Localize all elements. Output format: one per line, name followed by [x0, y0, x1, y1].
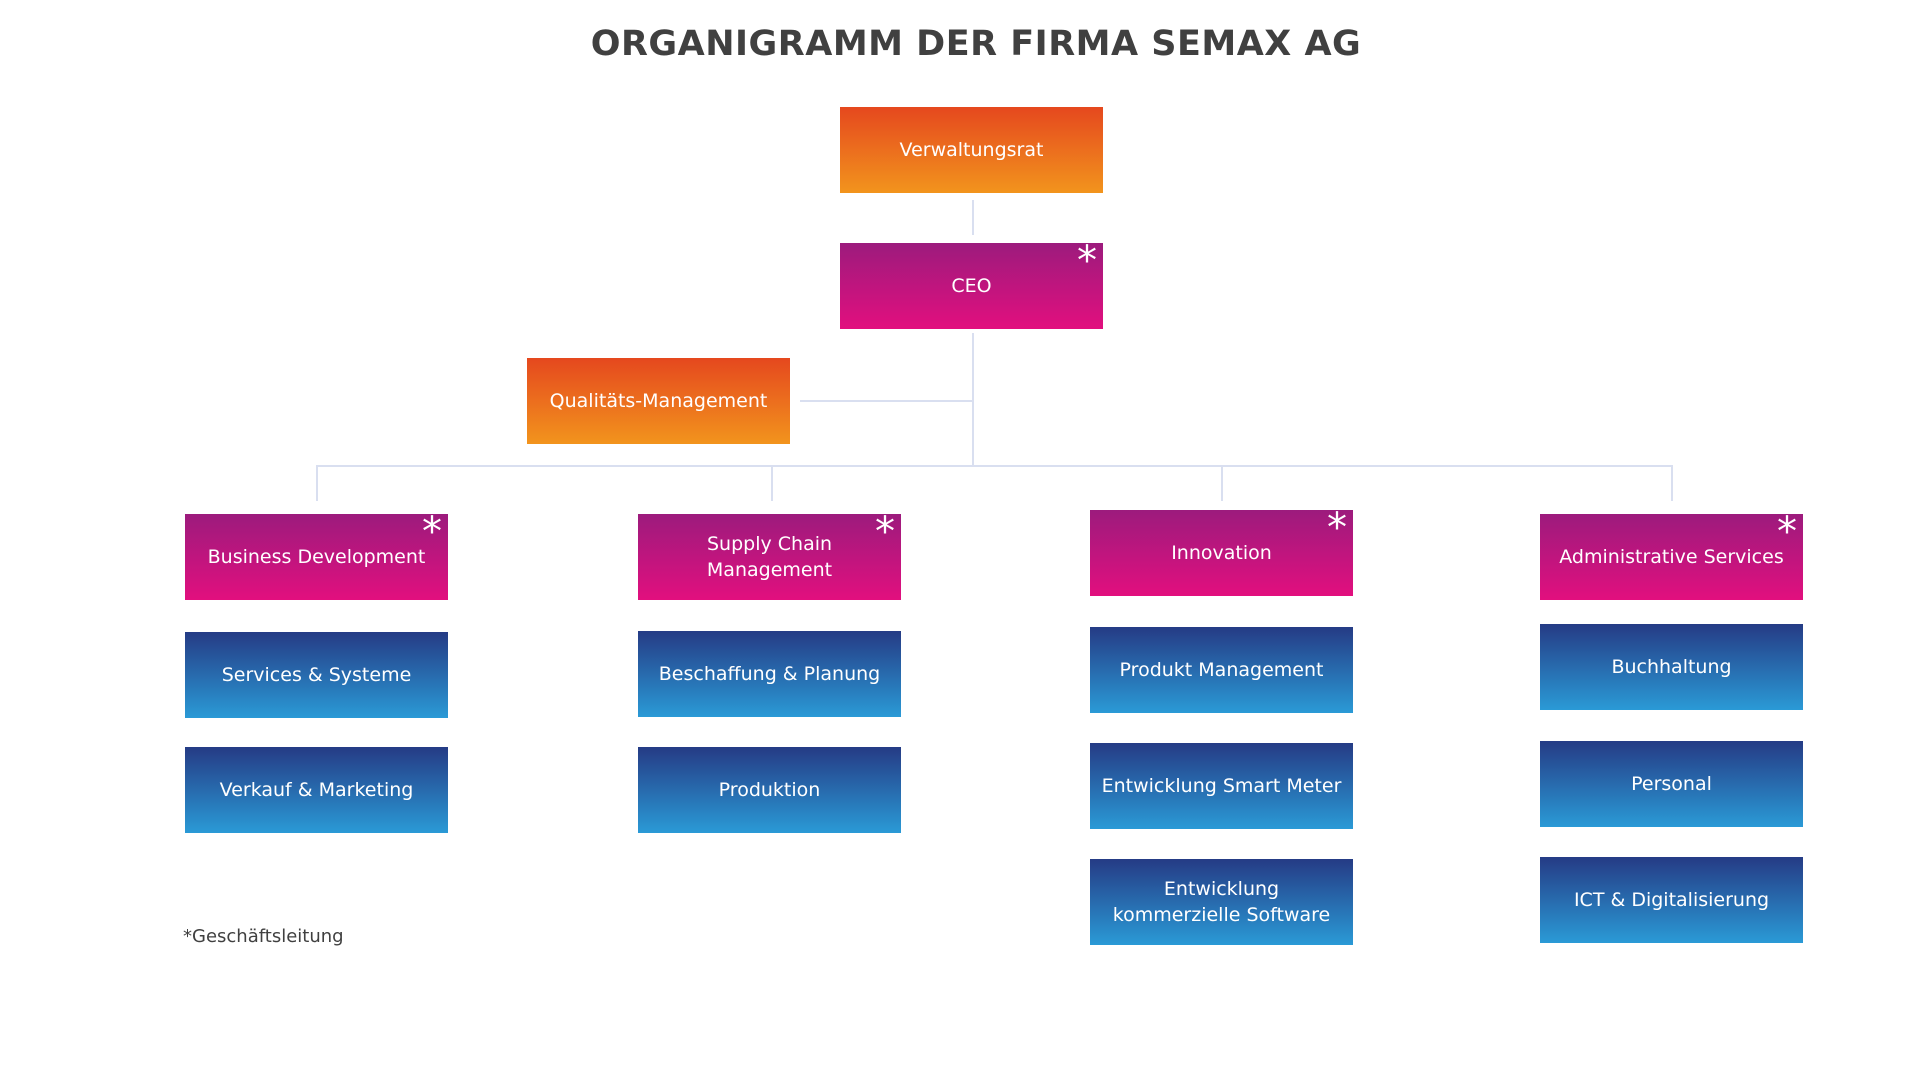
node-supply-chain-management[interactable]: Supply Chain Management *: [638, 509, 901, 600]
node-label: Verwaltungsrat: [899, 139, 1044, 161]
node-label: Beschaffung & Planung: [658, 663, 881, 685]
node-label: Entwicklung Smart Meter: [1101, 775, 1342, 797]
node-produktion[interactable]: Produktion: [638, 747, 901, 833]
connector-quality: [800, 400, 973, 402]
node-board[interactable]: Verwaltungsrat: [840, 107, 1103, 193]
node-label: Buchhaltung: [1611, 656, 1732, 678]
connector-division-4: [1671, 465, 1673, 501]
asterisk-icon: *: [1077, 238, 1097, 284]
node-label: CEO: [951, 275, 992, 297]
connector-division-1: [316, 465, 318, 501]
page-title: ORGANIGRAMM DER FIRMA SEMAX AG: [590, 24, 1362, 64]
node-label: ICT & Digitalisierung: [1573, 889, 1770, 911]
node-label: Personal: [1631, 773, 1712, 795]
node-buchhaltung[interactable]: Buchhaltung: [1540, 624, 1803, 710]
node-ceo[interactable]: CEO *: [840, 238, 1103, 329]
node-label: Entwicklung kommerzielle Software: [1112, 878, 1331, 926]
connector-division-2: [771, 465, 773, 501]
node-entwicklung-kommerzielle-software[interactable]: Entwicklung kommerzielle Software: [1090, 859, 1353, 945]
node-label: Services & Systeme: [221, 664, 412, 686]
node-verkauf-marketing[interactable]: Verkauf & Marketing: [185, 747, 448, 833]
node-entwicklung-smart-meter[interactable]: Entwicklung Smart Meter: [1090, 743, 1353, 829]
connector-board-ceo: [972, 200, 974, 235]
connector-ceo-trunk: [972, 333, 974, 466]
footnote: *Geschäftsleitung: [183, 926, 344, 947]
node-administrative-services[interactable]: Administrative Services *: [1540, 509, 1803, 600]
asterisk-icon: *: [422, 509, 442, 555]
node-produkt-management[interactable]: Produkt Management: [1090, 627, 1353, 713]
asterisk-icon: *: [875, 509, 895, 555]
node-label: Qualitäts-Management: [549, 390, 768, 412]
connector-bus: [316, 465, 1673, 467]
node-ict-digitalisierung[interactable]: ICT & Digitalisierung: [1540, 857, 1803, 943]
node-label: Produktion: [718, 779, 821, 801]
node-personal[interactable]: Personal: [1540, 741, 1803, 827]
node-label: Business Development: [207, 546, 426, 568]
node-label: Innovation: [1171, 542, 1272, 564]
node-business-development[interactable]: Business Development *: [185, 509, 448, 600]
asterisk-icon: *: [1777, 509, 1797, 555]
connector-division-3: [1221, 465, 1223, 501]
node-beschaffung-planung[interactable]: Beschaffung & Planung: [638, 631, 901, 717]
node-label: Verkauf & Marketing: [219, 779, 414, 801]
asterisk-icon: *: [1327, 505, 1347, 551]
node-services-systeme[interactable]: Services & Systeme: [185, 632, 448, 718]
node-quality-management[interactable]: Qualitäts-Management: [527, 358, 790, 444]
node-innovation[interactable]: Innovation *: [1090, 505, 1353, 596]
node-label: Supply Chain Management: [706, 533, 833, 581]
node-label: Produkt Management: [1119, 659, 1324, 681]
node-label: Administrative Services: [1559, 546, 1784, 568]
